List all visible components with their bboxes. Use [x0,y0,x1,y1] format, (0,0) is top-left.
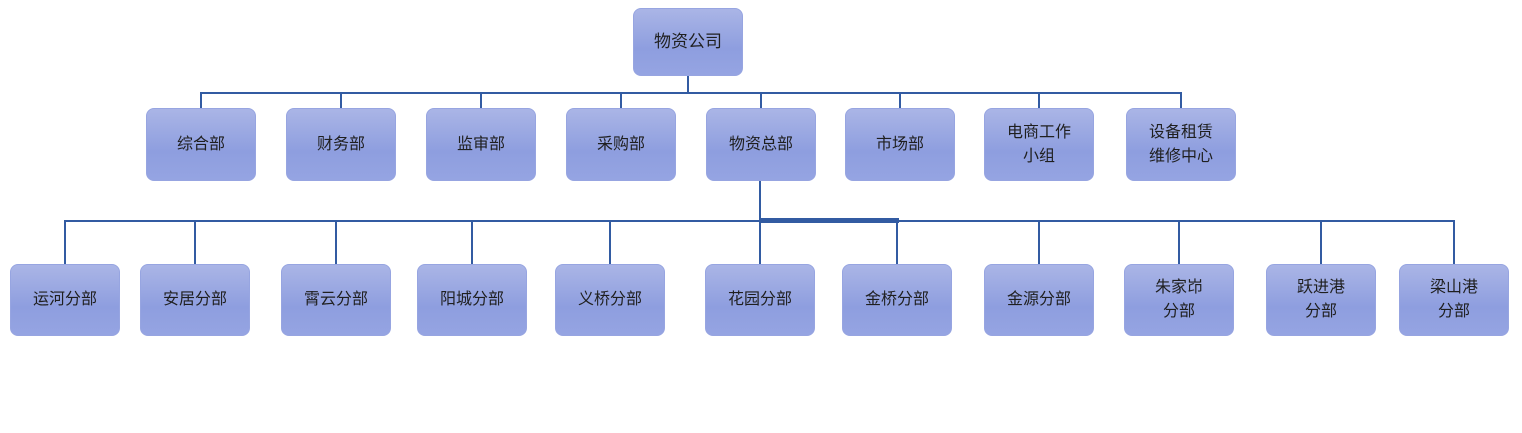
org-node-branch-2: 霄云分部 [281,264,391,336]
org-node-dept-7: 设备租赁 维修中心 [1126,108,1236,181]
connector-level3-drop-0 [64,222,66,264]
org-node-dept-0: 综合部 [146,108,256,181]
connector-level3-drop-3 [471,222,473,264]
org-node-dept-6: 电商工作 小组 [984,108,1094,181]
org-node-branch-1: 安居分部 [140,264,250,336]
org-node-dept-4: 物资总部 [706,108,816,181]
connector-level3-drop-6 [896,222,898,264]
org-node-branch-3: 阳城分部 [417,264,527,336]
connector-level2-drop-6 [1038,92,1040,108]
connector-level3-drop-9 [1320,222,1322,264]
connector-level2-drop-3 [620,92,622,108]
connector-level3-drop-8 [1178,222,1180,264]
connector-level2-drop-0 [200,92,202,108]
org-node-branch-4: 义桥分部 [555,264,665,336]
org-node-dept-5: 市场部 [845,108,955,181]
org-node-branch-6: 金桥分部 [842,264,952,336]
org-node-dept-1: 财务部 [286,108,396,181]
org-node-branch-10: 梁山港 分部 [1399,264,1509,336]
connector-level2-drop-1 [340,92,342,108]
connector-level2-bus [200,92,1182,94]
org-node-branch-8: 朱家岇 分部 [1124,264,1234,336]
org-node-branch-5: 花园分部 [705,264,815,336]
connector-level3-drop-5 [759,222,761,264]
org-node-root: 物资公司 [633,8,743,76]
connector-level2-drop-2 [480,92,482,108]
org-node-branch-0: 运河分部 [10,264,120,336]
connector-level3-drop-10 [1453,222,1455,264]
connector-hq-stub [759,181,761,222]
org-node-dept-3: 采购部 [566,108,676,181]
connector-level2-drop-4 [760,92,762,108]
connector-level3-drop-7 [1038,222,1040,264]
connector-level3-drop-4 [609,222,611,264]
org-node-branch-7: 金源分部 [984,264,1094,336]
connector-level2-drop-5 [899,92,901,108]
connector-level3-drop-1 [194,222,196,264]
org-node-branch-9: 跃进港 分部 [1266,264,1376,336]
org-node-dept-2: 监审部 [426,108,536,181]
connector-level2-drop-7 [1180,92,1182,108]
connector-level3-bus-thick [759,218,899,223]
connector-level3-drop-2 [335,222,337,264]
connector-root-stub [687,76,689,93]
